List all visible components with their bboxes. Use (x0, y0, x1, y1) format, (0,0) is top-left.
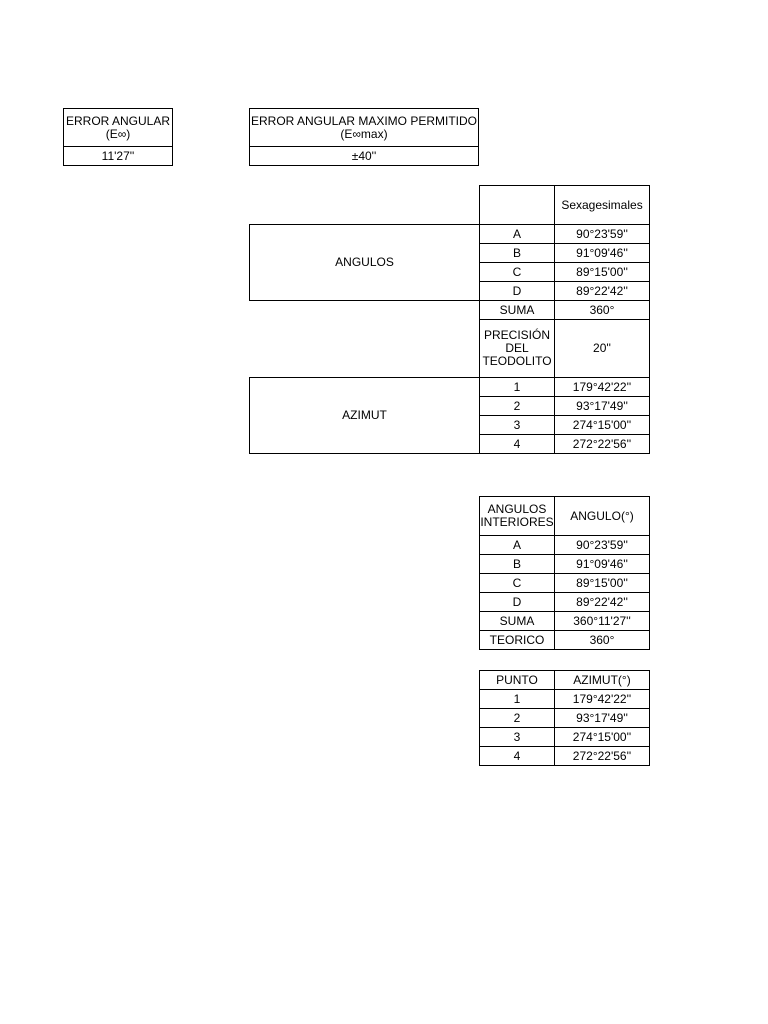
azimut-table-point: 1 (479, 689, 555, 709)
interior-value: 89°22'42'' (554, 592, 650, 612)
azimut-point: 3 (479, 415, 555, 435)
error-max-value: ±40'' (249, 146, 479, 166)
angulo-point: A (479, 224, 555, 244)
interior-angles-table: ANGULOS INTERIORES ANGULO(°) A 90°23'59'… (479, 496, 650, 650)
sexagesimales-header: Sexagesimales (554, 185, 650, 225)
angulo-value: 89°15'00'' (554, 262, 650, 282)
azimut-table-value: 274°15'00'' (554, 727, 650, 747)
blank-cell (250, 186, 480, 225)
interior-header-col1: ANGULOS INTERIORES (479, 496, 555, 536)
interior-point: D (479, 592, 555, 612)
interior-value: 89°15'00'' (554, 573, 650, 593)
azimut-label: AZIMUT (249, 377, 480, 454)
interior-header-line1: ANGULOS (487, 502, 547, 516)
header-empty-cell (479, 185, 555, 225)
interior-header-col2: ANGULO(°) (554, 496, 650, 536)
angulo-value: 90°23'59'' (554, 224, 650, 244)
azimut-header-col2: AZIMUT(°) (554, 670, 650, 690)
error-max-label-line2: (E∞max) (340, 126, 388, 141)
main-table: Sexagesimales ANGULOS A 90°23'59'' B 91°… (249, 185, 650, 454)
suma-value: 360° (554, 300, 650, 320)
interior-teorico-label: TEORICO (479, 630, 555, 650)
azimut-table-value: 179°42'22'' (554, 689, 650, 709)
error-angular-table: ERROR ANGULAR (E∞) 11'27'' (63, 108, 173, 166)
suma-label: SUMA (479, 300, 555, 320)
azimut-value: 274°15'00'' (554, 415, 650, 435)
azimut-table-point: 3 (479, 727, 555, 747)
blank-cell (250, 320, 480, 378)
interior-value: 90°23'59'' (554, 535, 650, 555)
precision-label-line2: DEL (505, 341, 529, 355)
azimut-table-point: 4 (479, 746, 555, 766)
azimut-point: 2 (479, 396, 555, 416)
precision-label-line1: PRECISIÓN (483, 328, 550, 342)
azimut-table: PUNTO AZIMUT(°) 1 179°42'22'' 2 93°17'49… (479, 670, 650, 766)
interior-suma-label: SUMA (479, 611, 555, 631)
precision-value: 20'' (554, 319, 650, 378)
error-angular-value: 11'27'' (63, 146, 173, 166)
error-max-label: ERROR ANGULAR MAXIMO PERMITIDO (E∞max) (249, 108, 479, 147)
blank-cell (250, 301, 480, 320)
azimut-value: 93°17'49'' (554, 396, 650, 416)
precision-label: PRECISIÓN DEL TEODOLITO (479, 319, 555, 378)
azimut-value: 272°22'56'' (554, 434, 650, 454)
precision-label-line3: TEODOLITO (482, 354, 552, 368)
error-angular-label: ERROR ANGULAR (E∞) (63, 108, 173, 147)
angulo-value: 89°22'42'' (554, 281, 650, 301)
angulo-point: D (479, 281, 555, 301)
interior-point: B (479, 554, 555, 574)
angulos-label: ANGULOS (249, 224, 480, 301)
interior-teorico-value: 360° (554, 630, 650, 650)
angulo-value: 91°09'46'' (554, 243, 650, 263)
azimut-table-point: 2 (479, 708, 555, 728)
angulo-point: B (479, 243, 555, 263)
azimut-table-value: 93°17'49'' (554, 708, 650, 728)
error-max-label-line1: ERROR ANGULAR MAXIMO PERMITIDO (250, 113, 478, 128)
error-angular-label-line1: ERROR ANGULAR (65, 113, 171, 128)
azimut-header-col1: PUNTO (479, 670, 555, 690)
angulo-point: C (479, 262, 555, 282)
interior-suma-value: 360°11'27'' (554, 611, 650, 631)
azimut-point: 1 (479, 377, 555, 397)
azimut-value: 179°42'22'' (554, 377, 650, 397)
error-angular-label-line2: (E∞) (105, 126, 131, 141)
azimut-table-value: 272°22'56'' (554, 746, 650, 766)
azimut-point: 4 (479, 434, 555, 454)
interior-point: A (479, 535, 555, 555)
error-max-table: ERROR ANGULAR MAXIMO PERMITIDO (E∞max) ±… (249, 108, 479, 166)
interior-value: 91°09'46'' (554, 554, 650, 574)
interior-header-line2: INTERIORES (480, 515, 554, 529)
interior-point: C (479, 573, 555, 593)
